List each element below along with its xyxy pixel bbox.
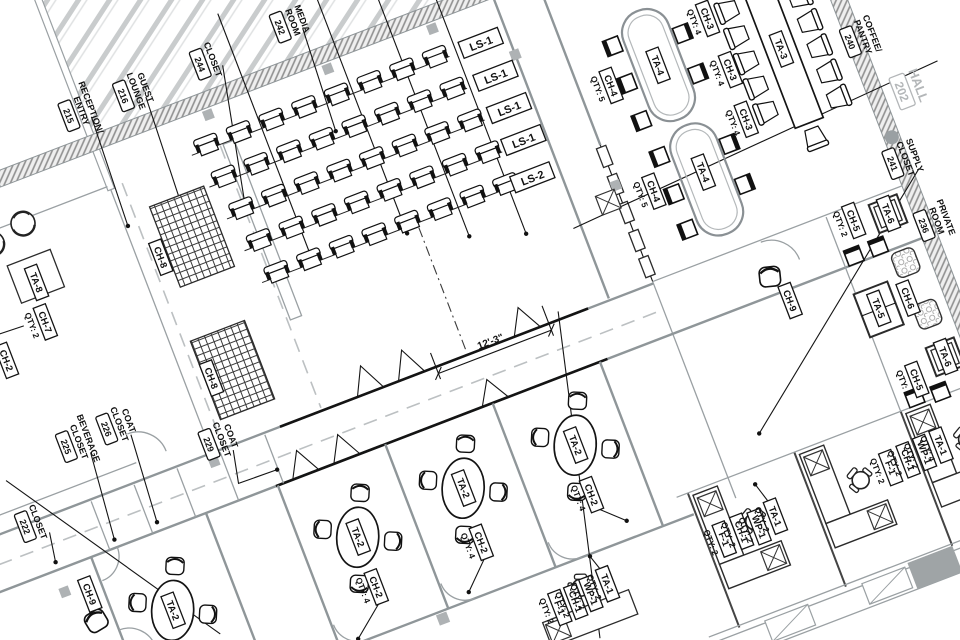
centerline bbox=[418, 227, 467, 352]
tag-ls1-row3: LS-1 bbox=[485, 91, 533, 125]
furniture-tag-ch2: CH-2 bbox=[0, 341, 20, 380]
oval-table-ta4-2 bbox=[669, 122, 745, 237]
furniture-tag-wp1: WP-1 QTY: 2 bbox=[568, 574, 604, 613]
right-wall-band bbox=[822, 0, 960, 404]
furniture-tag-wp1: WP-1 QTY: 2 bbox=[736, 507, 773, 546]
svg-text:F-1: F-1 bbox=[716, 531, 732, 549]
oval-table-ta4-1 bbox=[620, 7, 697, 123]
tag-ls1-row1: LS-1 bbox=[457, 26, 505, 60]
exterior-wall-band bbox=[0, 0, 816, 188]
svg-text:202: 202 bbox=[892, 80, 912, 104]
bench-ch8-1 bbox=[148, 185, 236, 289]
furniture-tag-ta2: TA-2 bbox=[562, 425, 589, 465]
svg-text:F-1: F-1 bbox=[882, 459, 898, 477]
svg-text:F-1: F-1 bbox=[551, 599, 567, 617]
tag-ls1-row4: LS-1 bbox=[499, 123, 547, 157]
door-arcs bbox=[102, 239, 801, 640]
diagonal-hatch-area bbox=[19, 0, 494, 192]
door-triangles bbox=[292, 306, 542, 481]
furniture-tag-ch1: CH-1 QTY: 2 bbox=[719, 512, 755, 551]
tag-ls2: LS-2 bbox=[508, 160, 556, 194]
workstation-bays bbox=[541, 340, 960, 640]
furniture-tag-ch3: CH-3 QTY: 4 bbox=[708, 50, 744, 89]
tag-ls1-row2: LS-1 bbox=[471, 59, 519, 93]
